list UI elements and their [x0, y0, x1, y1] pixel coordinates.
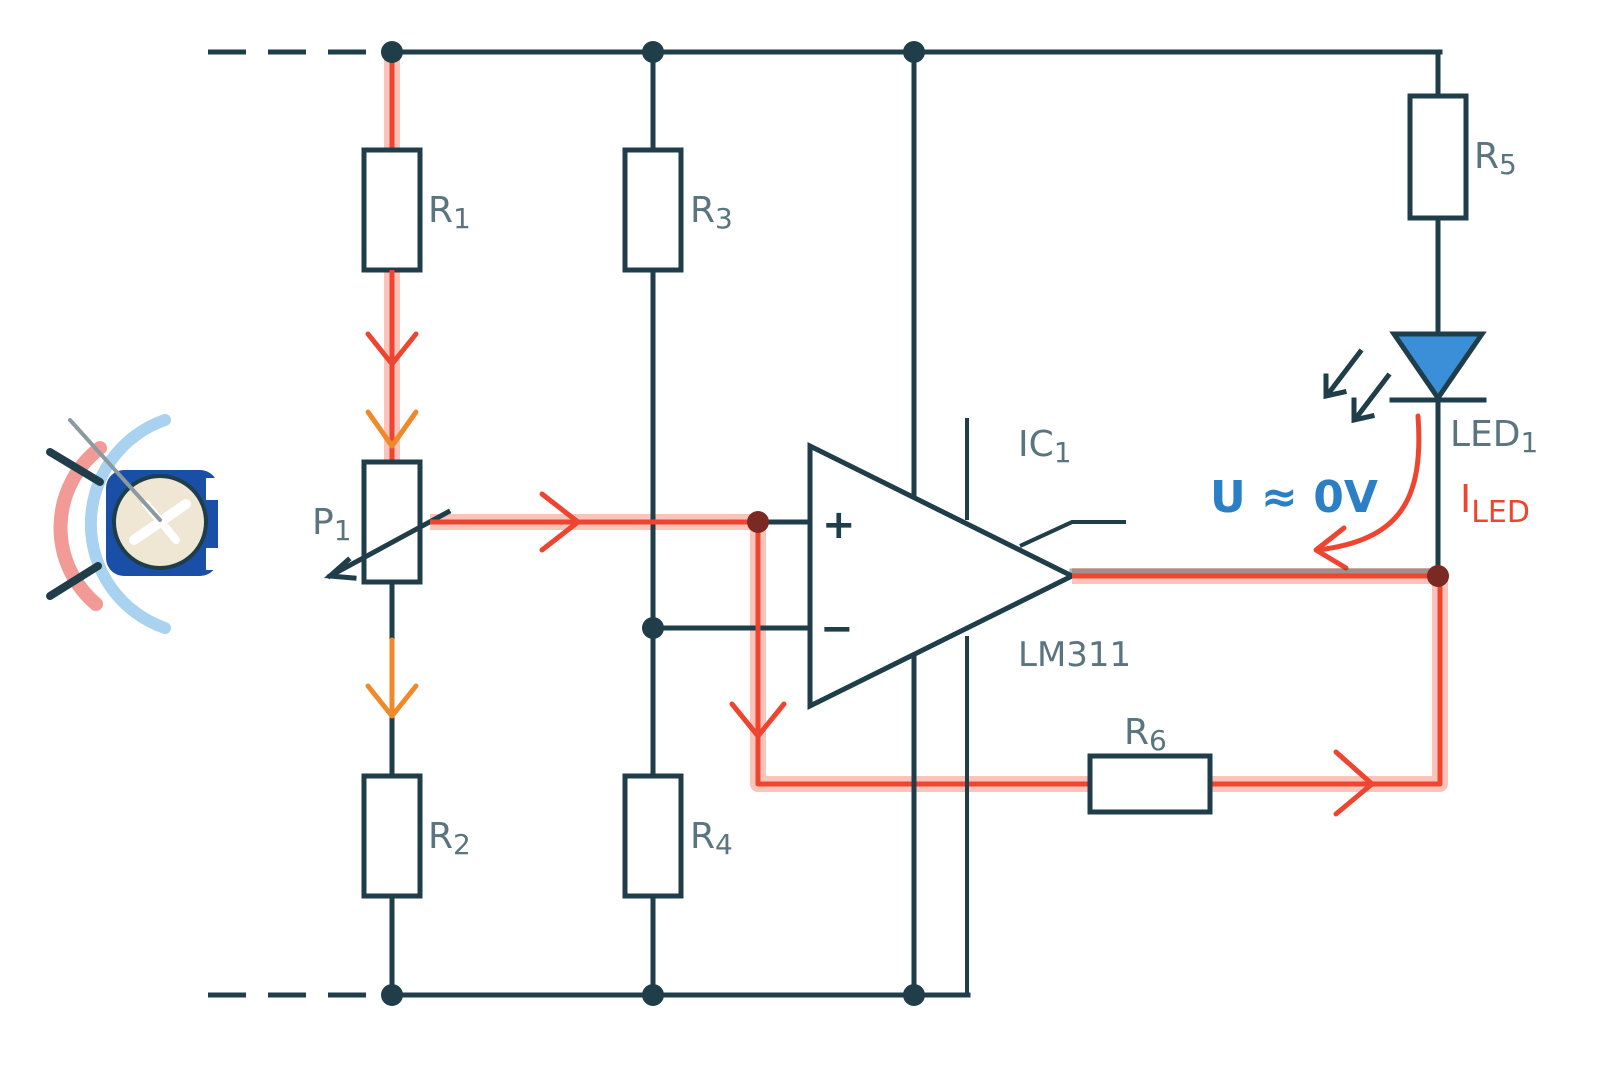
resistor-r4 — [622, 773, 684, 899]
label-r6: R6 — [1124, 712, 1167, 757]
resistor-r3 — [622, 147, 684, 273]
labels: R1 R3 R5 P1 R2 R4 R6 LED1 IC1 LM311 U ≈ … — [312, 136, 1538, 861]
led-current-arrow — [1315, 413, 1422, 553]
label-ic-model: LM311 — [1018, 635, 1131, 675]
resistor-r2 — [361, 773, 423, 899]
led-triangle — [1389, 331, 1487, 403]
label-r4: R4 — [690, 816, 733, 861]
reference-divider — [622, 49, 813, 998]
junction-inverting — [642, 617, 664, 639]
junction-bottom-ic — [903, 984, 925, 1006]
minus-sign: − — [820, 606, 854, 652]
current-arrow-orange-down — [365, 409, 419, 449]
junction-output — [1427, 565, 1449, 587]
label-r2: R2 — [428, 816, 471, 861]
label-led1: LED1 — [1450, 414, 1538, 459]
junctions — [381, 41, 1449, 1006]
output-branch — [1069, 49, 1487, 817]
plus-sign: + — [822, 502, 856, 548]
potentiometer-p1 — [361, 459, 423, 585]
label-r5: R5 — [1474, 136, 1517, 181]
junction-top-r1 — [381, 41, 403, 63]
junction-bottom-r4 — [642, 984, 664, 1006]
wiper-arrow-icon — [323, 556, 357, 581]
potentiometer-wiper — [326, 508, 452, 580]
junction-bottom-r2 — [381, 984, 403, 1006]
current-arrow-orange-lower — [365, 683, 419, 719]
resistor-r5 — [1407, 93, 1469, 221]
junction-top-ic — [903, 41, 925, 63]
noninverting-input-path — [430, 491, 1090, 787]
trimmer-potentiometer-icon — [46, 414, 220, 634]
label-ic1: IC1 — [1018, 424, 1072, 469]
junction-noninverting — [747, 511, 769, 533]
comparator-ic1: + − — [807, 441, 1126, 711]
junction-top-r3 — [642, 41, 664, 63]
led-emission-arrows-icon — [1323, 348, 1392, 424]
label-r3: R3 — [690, 190, 733, 235]
left-divider — [323, 49, 452, 998]
label-led-current: ILED — [1460, 477, 1530, 530]
ic-extra-pin — [1019, 520, 1126, 548]
resistor-r6 — [1087, 753, 1213, 815]
label-r1: R1 — [428, 190, 471, 235]
label-p1: P1 — [312, 502, 352, 547]
resistor-r1 — [361, 147, 423, 273]
current-arrow-return-right — [1333, 749, 1375, 817]
current-arrow-red-down — [365, 331, 419, 367]
current-arrow-right — [539, 491, 581, 553]
label-voltage: U ≈ 0V — [1210, 472, 1378, 523]
current-arrow-feedback-down — [729, 701, 787, 739]
comparator-triangle — [807, 441, 1078, 711]
